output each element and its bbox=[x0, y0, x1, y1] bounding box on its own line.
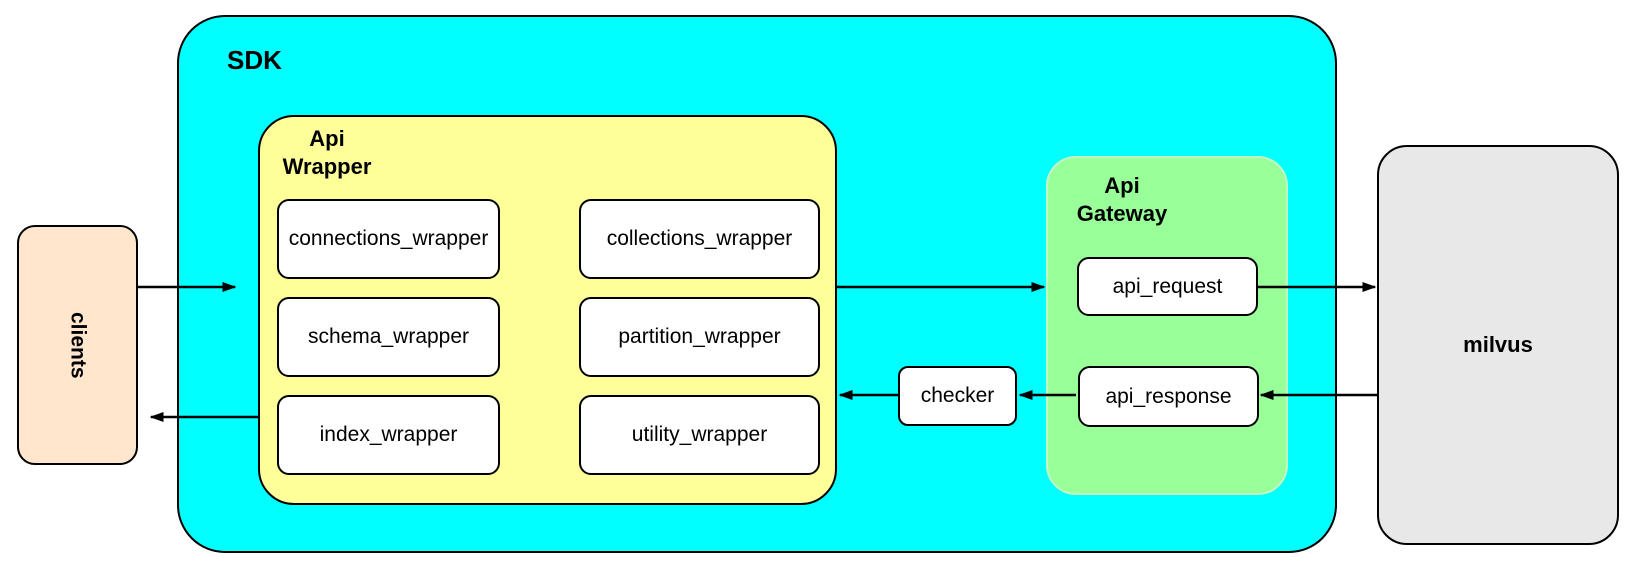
clients-label: clients bbox=[66, 311, 90, 379]
api-gateway-container: Api Gateway api_request api_response bbox=[1046, 156, 1288, 495]
api-request-node: api_request bbox=[1077, 257, 1258, 316]
wrapper-box-utility-label: utility_wrapper bbox=[631, 423, 768, 446]
wrapper-box-index-label: index_wrapper bbox=[319, 423, 458, 446]
wrapper-box-partition: partition_wrapper bbox=[579, 297, 820, 377]
checker-node: checker bbox=[898, 366, 1017, 426]
wrapper-box-connections: connections_wrapper bbox=[277, 199, 500, 279]
wrapper-box-partition-label: partition_wrapper bbox=[618, 325, 781, 348]
api-wrapper-label: Api Wrapper bbox=[282, 126, 372, 179]
wrapper-box-schema-label: schema_wrapper bbox=[307, 325, 470, 348]
api-request-label: api_request bbox=[1112, 274, 1223, 298]
checker-label: checker bbox=[920, 384, 995, 407]
api-wrapper-container: Api Wrapper connections_wrapper collecti… bbox=[258, 115, 837, 505]
api-response-label: api_response bbox=[1105, 384, 1232, 408]
wrapper-box-utility: utility_wrapper bbox=[579, 395, 820, 475]
wrapper-box-collections-label: collections_wrapper bbox=[606, 227, 793, 250]
api-response-node: api_response bbox=[1078, 366, 1259, 427]
wrapper-box-collections: collections_wrapper bbox=[579, 199, 820, 279]
sdk-label: SDK bbox=[227, 45, 282, 75]
wrapper-box-schema: schema_wrapper bbox=[277, 297, 500, 377]
wrapper-box-connections-label: connections_wrapper bbox=[288, 227, 489, 250]
milvus-node: milvus bbox=[1377, 145, 1619, 545]
api-gateway-label: Api Gateway bbox=[1076, 173, 1168, 226]
milvus-label: milvus bbox=[1463, 332, 1533, 357]
clients-node: clients bbox=[17, 225, 138, 465]
wrapper-box-index: index_wrapper bbox=[277, 395, 500, 475]
